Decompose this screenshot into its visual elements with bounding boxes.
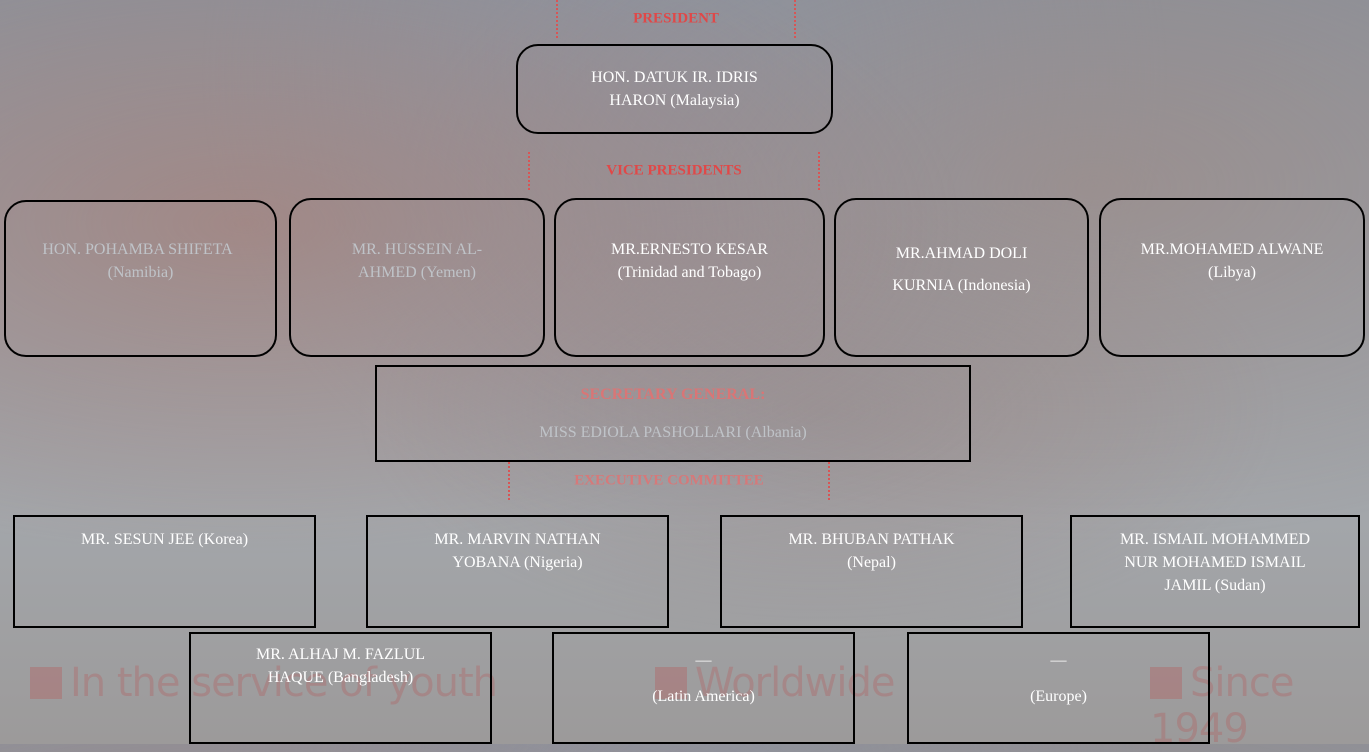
committee-member-box: MR. MARVIN NATHAN YOBANA (Nigeria) [366,515,669,628]
committee-member-box: MR. ISMAIL MOHAMMED NUR MOHAMED ISMAIL J… [1070,515,1360,628]
secretary-general-box: SECRETARY GENERAL: MISS EDIOLA PASHOLLAR… [375,365,971,462]
committee-member-box: MR. SESUN JEE (Korea) [13,515,316,628]
vice-president-box: MR.ERNESTO KESAR (Trinidad and Tobago) [554,198,825,357]
vice-president-box: MR. HUSSEIN AL- AHMED (Yemen) [289,198,545,357]
committee-member-box: — (Europe) [907,632,1210,744]
executive-committee-header: EXECUTIVE COMMITTEE [508,462,830,500]
committee-member-box: MR. ALHAJ M. FAZLUL HAQUE (Bangladesh) [189,632,492,744]
vice-president-box: MR.MOHAMED ALWANE (Libya) [1099,198,1365,357]
background-tagline-since: Since 1949 [1150,660,1294,752]
vice-presidents-header: VICE PRESIDENTS [528,152,820,190]
president-header: PRESIDENT [556,0,796,38]
committee-member-box: MR. BHUBAN PATHAK (Nepal) [720,515,1023,628]
background-tagline-worldwide: Worldwide [655,660,895,706]
vice-president-box: MR.AHMAD DOLI KURNIA (Indonesia) [834,198,1089,357]
vice-president-box: HON. POHAMBA SHIFETA (Namibia) [4,200,277,357]
president-box: HON. DATUK IR. IDRIS HARON (Malaysia) [516,44,833,134]
background-tagline-youth: In the service of youth [30,660,498,706]
committee-member-box: — (Latin America) [552,632,855,744]
secretary-general-header: SECRETARY GENERAL: [580,386,766,403]
